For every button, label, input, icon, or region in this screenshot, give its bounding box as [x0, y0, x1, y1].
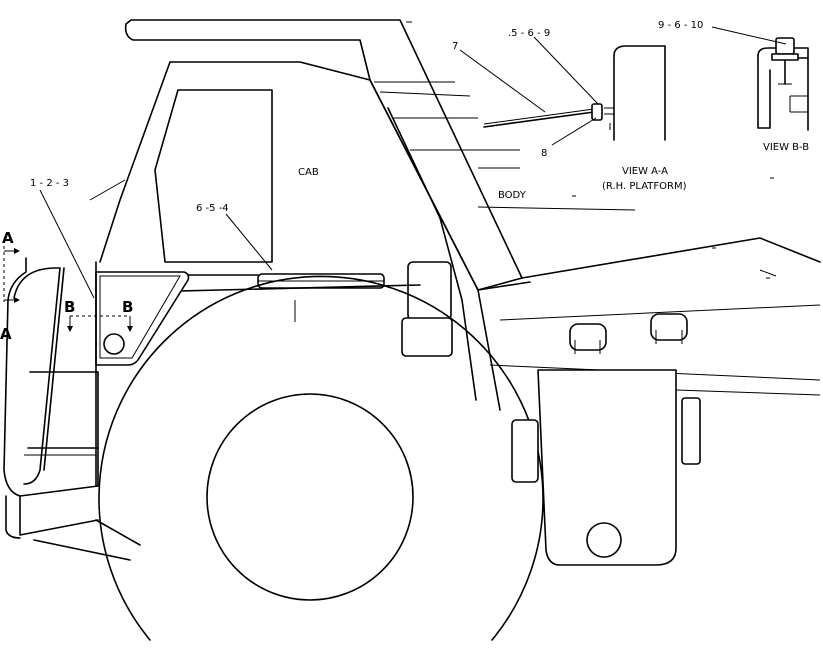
tank-area: [511, 269, 821, 566]
callout-leaders: [39, 189, 273, 299]
section-b-right-label: B: [122, 298, 133, 316]
callout-7: 7: [452, 41, 458, 52]
section-a-bottom-label: A: [0, 325, 12, 343]
callout-8: 8: [541, 148, 547, 159]
drawing-marks: [406, 21, 774, 279]
view-aa-title: VIEW A-A: [622, 166, 668, 177]
callout-1-2-3: 1 - 2 - 3: [30, 178, 69, 189]
view-bb-title: VIEW B-B: [763, 142, 809, 153]
section-a-top-label: A: [2, 229, 14, 247]
view-bb-detail: [711, 26, 809, 131]
view-aa-detail: [459, 36, 666, 146]
cover-plate: [95, 261, 190, 487]
wheel: [98, 275, 544, 641]
cab: [89, 61, 501, 411]
body-label: BODY: [498, 190, 527, 201]
section-b-left-label: B: [64, 298, 75, 316]
view-aa-subtitle: (R.H. PLATFORM): [602, 181, 687, 192]
callout-9-6-10: 9 - 6 - 10: [658, 20, 703, 31]
cab-label: CAB: [298, 167, 319, 178]
labels: 1 - 2 - 3 6 -5 -4 .5 - 6 - 9 7 8 9 - 6 -…: [0, 20, 809, 343]
ladder-handrail: [3, 257, 141, 561]
callout-6-5-4: 6 -5 -4: [196, 203, 229, 214]
dump-body-canopy: [124, 19, 821, 381]
section-markers: [3, 246, 133, 332]
callout-5-6-9: .5 - 6 - 9: [508, 28, 550, 39]
